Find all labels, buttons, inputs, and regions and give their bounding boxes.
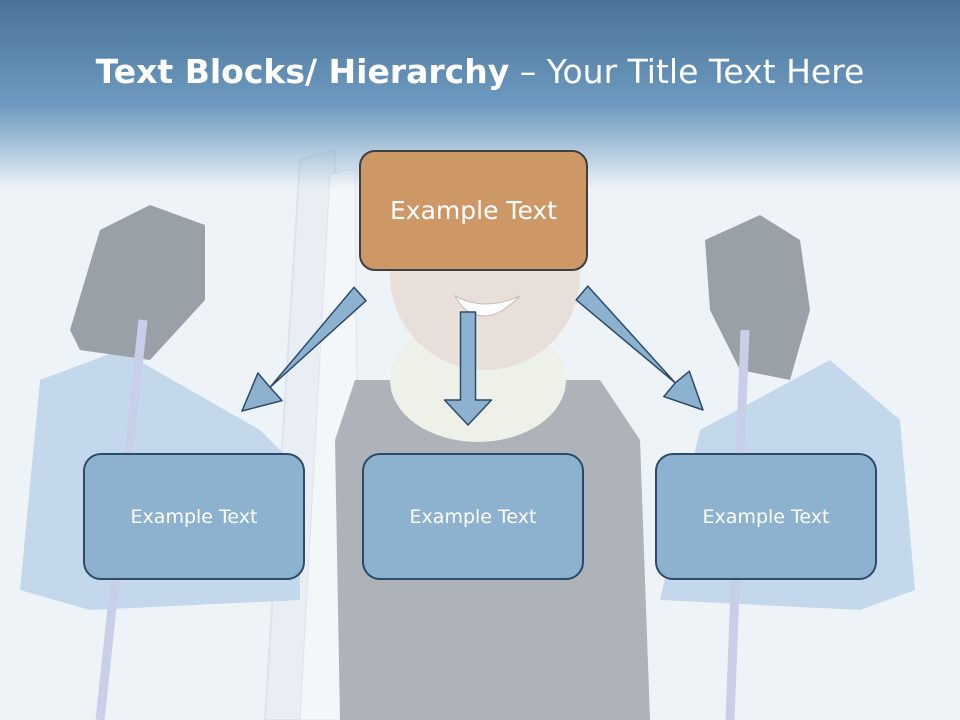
arrow-to-middle xyxy=(443,311,493,426)
arrow-to-right xyxy=(575,285,704,411)
top-box-label: Example Text xyxy=(390,196,557,225)
child-box-middle: Example Text xyxy=(362,453,584,580)
child-box-label: Example Text xyxy=(409,505,537,528)
top-box: Example Text xyxy=(359,150,588,271)
slide-title: Text Blocks/ Hierarchy – Your Title Text… xyxy=(0,52,960,91)
glove-right xyxy=(705,215,810,380)
glove-left xyxy=(70,205,205,360)
title-bold: Text Blocks/ Hierarchy xyxy=(95,52,510,91)
title-rest: – Your Title Text Here xyxy=(509,52,865,91)
child-box-label: Example Text xyxy=(130,505,258,528)
arrow-to-left xyxy=(241,286,367,412)
child-box-left: Example Text xyxy=(83,453,305,580)
child-box-right: Example Text xyxy=(655,453,877,580)
child-box-label: Example Text xyxy=(702,505,830,528)
